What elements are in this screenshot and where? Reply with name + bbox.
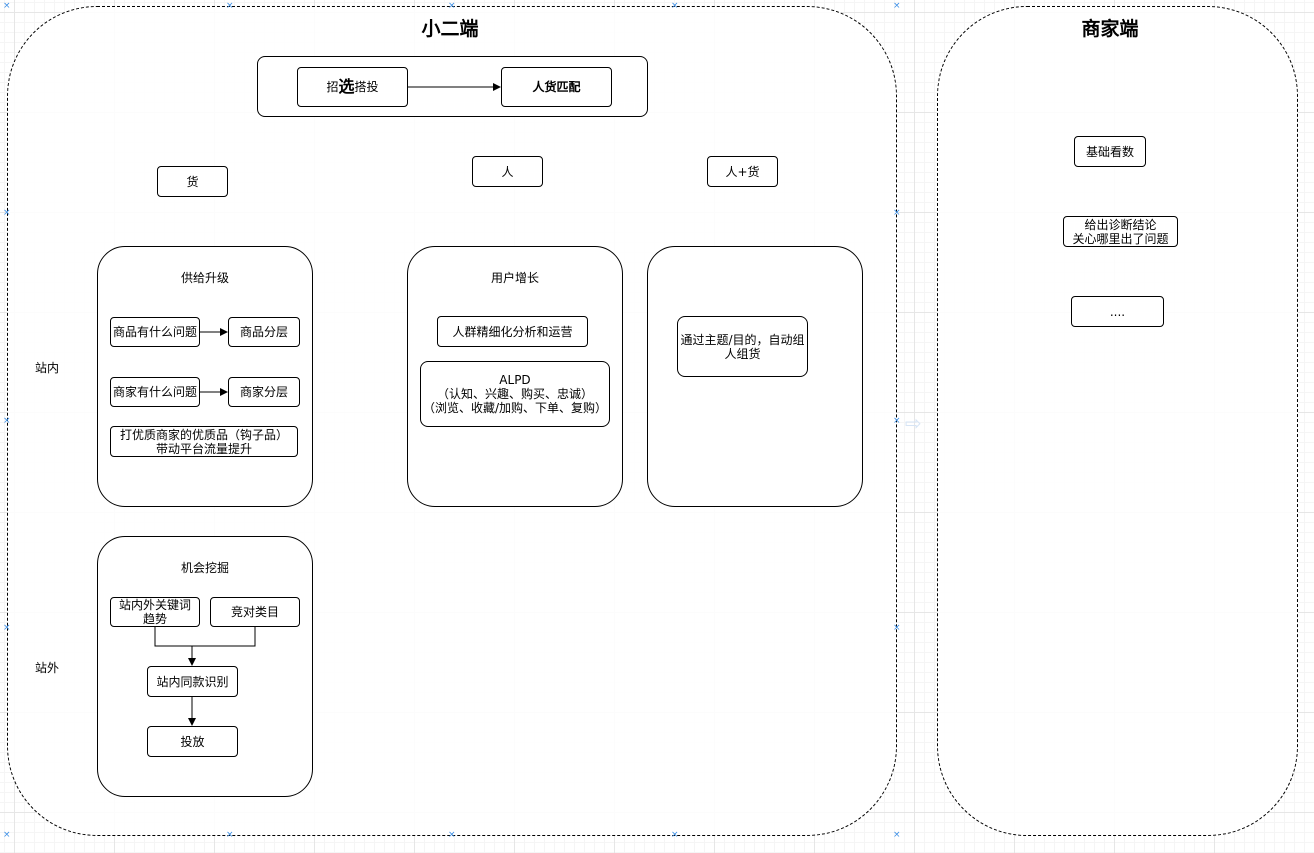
faint-arrow-icon: ⇨ bbox=[905, 411, 922, 435]
crowd-analysis-node[interactable]: 人群精细化分析和运营 bbox=[437, 316, 588, 347]
handle-x-icon: × bbox=[671, 1, 679, 11]
supply-panel bbox=[97, 246, 313, 507]
handle-x-icon: × bbox=[226, 1, 234, 11]
handle-x-icon: × bbox=[3, 623, 11, 633]
merchant-problem-node[interactable]: 商家有什么问题 bbox=[110, 377, 200, 407]
basic-metrics-node[interactable]: 基础看数 bbox=[1074, 136, 1146, 167]
handle-x-icon: × bbox=[448, 830, 456, 840]
more-node[interactable]: .... bbox=[1071, 296, 1164, 327]
growth-title: 用户增长 bbox=[490, 271, 539, 285]
zhaoxuan-suffix: 搭投 bbox=[354, 80, 379, 94]
handle-x-icon: × bbox=[3, 416, 11, 426]
handle-x-icon: × bbox=[3, 1, 11, 11]
keyword-trend-node[interactable]: 站内外关键词 趋势 bbox=[110, 597, 200, 627]
auto-assemble-node[interactable]: 通过主题/目的，自动组 人组货 bbox=[677, 316, 808, 377]
merchant-side-container bbox=[937, 6, 1298, 836]
handle-x-icon: × bbox=[3, 830, 11, 840]
quality-goods-node[interactable]: 打优质商家的优质品（钩子品） 带动平台流量提升 bbox=[110, 426, 298, 457]
merchant-side-title: 商家端 bbox=[1081, 18, 1139, 40]
handle-x-icon: × bbox=[893, 208, 901, 218]
handle-x-icon: × bbox=[893, 416, 901, 426]
zhaoxuan-bold: 选 bbox=[338, 77, 355, 96]
supply-title: 供给升级 bbox=[180, 271, 229, 285]
zhaoxuan-prefix: 招 bbox=[326, 80, 339, 94]
goods-category[interactable]: 货 bbox=[157, 166, 228, 197]
handle-x-icon: × bbox=[893, 830, 901, 840]
match-node[interactable]: 人货匹配 bbox=[501, 67, 612, 107]
opportunity-title: 机会挖掘 bbox=[180, 561, 229, 575]
same-item-node[interactable]: 站内同款识别 bbox=[147, 666, 238, 697]
alpd-node[interactable]: ALPD （认知、兴趣、购买、忠诚） （浏览、收藏/加购、下单、复购） bbox=[420, 361, 610, 427]
inside-label: 站内 bbox=[35, 361, 60, 375]
handle-x-icon: × bbox=[226, 830, 234, 840]
goods-layer-node[interactable]: 商品分层 bbox=[228, 317, 300, 347]
people-goods-category[interactable]: 人+货 bbox=[707, 156, 778, 187]
handle-x-icon: × bbox=[448, 1, 456, 11]
goods-problem-node[interactable]: 商品有什么问题 bbox=[110, 317, 200, 347]
delivery-node[interactable]: 投放 bbox=[147, 726, 238, 757]
handle-x-icon: × bbox=[893, 623, 901, 633]
merchant-layer-node[interactable]: 商家分层 bbox=[228, 377, 300, 407]
operator-side-title: 小二端 bbox=[421, 18, 479, 40]
handle-x-icon: × bbox=[893, 1, 901, 11]
people-category[interactable]: 人 bbox=[472, 156, 543, 187]
handle-x-icon: × bbox=[3, 208, 11, 218]
handle-x-icon: × bbox=[671, 830, 679, 840]
outside-label: 站外 bbox=[35, 661, 60, 675]
zhaoxuan-node[interactable]: 招选搭投 bbox=[297, 67, 408, 107]
competitor-category-node[interactable]: 竞对类目 bbox=[210, 597, 300, 627]
diagnosis-node[interactable]: 给出诊断结论 关心哪里出了问题 bbox=[1063, 216, 1178, 247]
